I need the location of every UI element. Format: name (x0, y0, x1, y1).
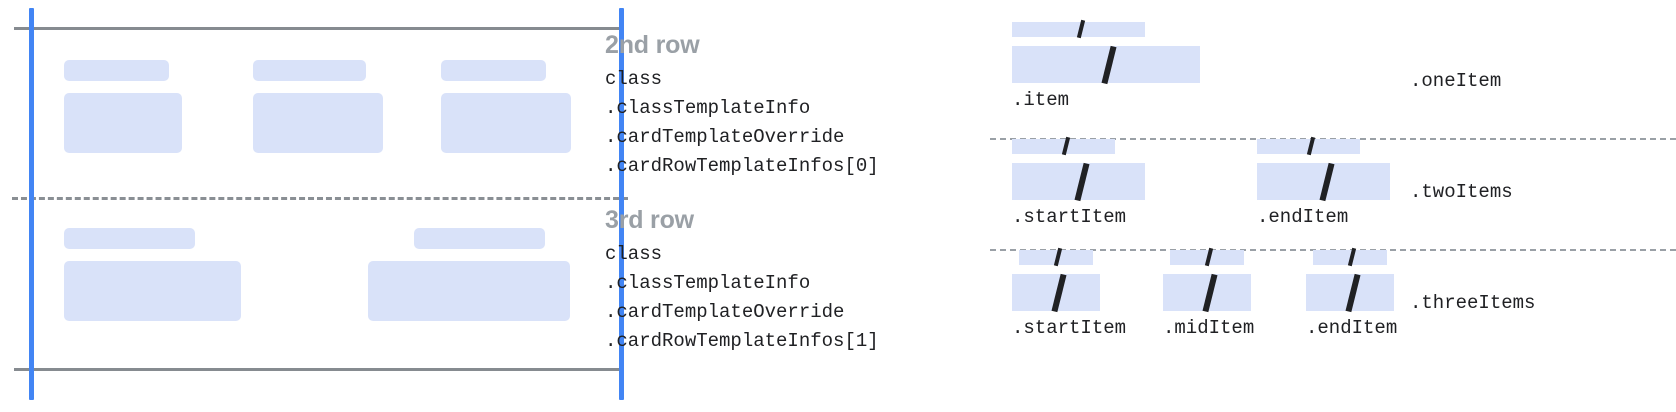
card-layout-diagram (0, 0, 630, 412)
row-divider-dashed (12, 197, 628, 200)
slot-label: .endItem (1257, 206, 1349, 228)
variant-slot: .endItem (1306, 247, 1398, 339)
card-row-third (0, 228, 630, 328)
annotation-code-line: .cardTemplateOverride (605, 126, 845, 148)
title-placeholder-bar (414, 228, 545, 249)
body-placeholder-box (64, 93, 182, 153)
slash-icon (1318, 162, 1335, 202)
slash-icon (1345, 273, 1361, 313)
content-start-guide (29, 8, 34, 400)
annotation-second-row: 2nd row class .classTemplateInfo .cardTe… (605, 30, 879, 181)
slot-body-box (1012, 162, 1145, 202)
slot-title-bar (1012, 136, 1115, 156)
body-placeholder-box (253, 93, 383, 153)
slot-label: .startItem (1012, 206, 1127, 228)
annotation-code-line: class (605, 68, 663, 90)
slot-body-box (1306, 273, 1394, 313)
annotation-code-line: .classTemplateInfo (605, 97, 811, 119)
card-column (368, 228, 570, 321)
card-column (64, 228, 241, 321)
slot-label: .item (1012, 89, 1070, 111)
title-placeholder-bar (253, 60, 366, 81)
slash-icon (1061, 136, 1070, 156)
body-placeholder-box (368, 261, 570, 321)
variant-name-label: .threeItems (1410, 292, 1536, 314)
card-column (441, 60, 571, 153)
slot-title-bar (1019, 247, 1093, 267)
row-variant-legend: .item .oneItem .startItem .endItem .twoI… (960, 0, 1676, 412)
body-placeholder-box (441, 93, 571, 153)
card-row-second (0, 60, 630, 160)
slash-icon (1204, 247, 1214, 267)
annotation-code-line: .cardRowTemplateInfos[0] (605, 155, 879, 177)
card-bottom-rule (14, 368, 622, 371)
card-top-rule (14, 27, 622, 30)
slot-body-box (1012, 273, 1100, 313)
variant-one-item: .item .oneItem (960, 19, 1676, 139)
slot-label: .startItem (1012, 317, 1127, 339)
slash-icon (1202, 273, 1218, 313)
slash-icon (1076, 19, 1085, 39)
annotation-third-row: 3rd row class .classTemplateInfo .cardTe… (605, 205, 879, 356)
slash-icon (1073, 162, 1090, 202)
slot-label: .endItem (1306, 317, 1398, 339)
slash-icon (1347, 247, 1357, 267)
variant-name-label: .oneItem (1410, 70, 1502, 92)
slot-title-bar (1257, 136, 1360, 156)
variant-slot: .item (1012, 19, 1200, 111)
card-column (64, 60, 182, 153)
slash-icon (1053, 247, 1063, 267)
variant-slot: .startItem (1012, 136, 1145, 228)
body-placeholder-box (64, 261, 241, 321)
variant-slot: .startItem (1012, 247, 1127, 339)
slot-body-box (1257, 162, 1390, 202)
variant-slot: .midItem (1163, 247, 1255, 339)
slot-body-box (1163, 273, 1251, 313)
title-placeholder-bar (441, 60, 546, 81)
slot-label: .midItem (1163, 317, 1255, 339)
variant-two-items: .startItem .endItem .twoItems (960, 136, 1676, 250)
title-placeholder-bar (64, 60, 169, 81)
title-placeholder-bar (64, 228, 195, 249)
slot-title-bar (1012, 19, 1145, 39)
slot-body-box (1012, 45, 1200, 85)
slash-icon (1101, 45, 1117, 85)
annotation-title: 3rd row (605, 206, 694, 234)
slot-title-bar (1170, 247, 1244, 267)
variant-name-label: .twoItems (1410, 181, 1513, 203)
slash-icon (1051, 273, 1067, 313)
annotation-code-line: .cardTemplateOverride (605, 301, 845, 323)
annotation-title: 2nd row (605, 31, 700, 59)
slot-title-bar (1313, 247, 1387, 267)
variant-slot: .endItem (1257, 136, 1390, 228)
annotation-code-line: .cardRowTemplateInfos[1] (605, 330, 879, 352)
annotation-code-line: class (605, 243, 663, 265)
annotation-code-line: .classTemplateInfo (605, 272, 811, 294)
variant-three-items: .startItem .midItem .endItem .threeItems (960, 247, 1676, 360)
slash-icon (1306, 136, 1315, 156)
content-end-guide (619, 8, 624, 400)
card-column (253, 60, 383, 153)
